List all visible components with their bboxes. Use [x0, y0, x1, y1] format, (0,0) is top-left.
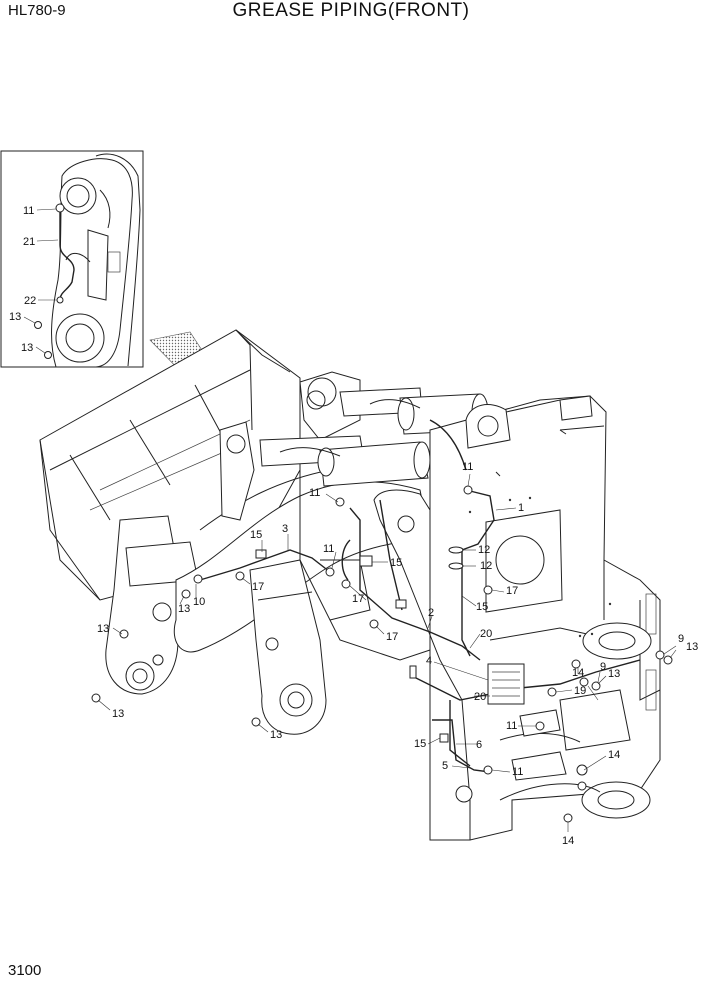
callout-inset-13b: 13: [21, 342, 33, 354]
callout-17-right: 17: [506, 585, 518, 597]
callout-14-mid: 14: [608, 749, 620, 761]
callout-15-top: 15: [250, 529, 262, 541]
callout-11-mid: 11: [323, 543, 334, 555]
bucket-drawing: [39, 329, 301, 601]
callout-11-bottom: 11: [512, 766, 523, 778]
callout-numbers: 15 3 17 10 13 13 13 13 11 11 15 17 17 2 …: [97, 461, 698, 847]
model-label: HL780-9: [8, 2, 66, 19]
callout-19: 19: [574, 685, 586, 697]
page-number: 3100: [8, 962, 42, 979]
callout-13-bottom-left: 13: [112, 708, 124, 720]
callout-9a: 9: [600, 661, 606, 673]
grease-nipple-icon: [655, 650, 665, 660]
callout-11-low: 11: [506, 720, 517, 732]
grease-nipple-icon: [571, 659, 581, 669]
callout-20b: 20: [474, 691, 486, 703]
callout-9b: 9: [678, 633, 684, 645]
callout-13-right: 13: [608, 668, 620, 680]
grease-distributor-block: [487, 663, 525, 705]
callout-4: 4: [426, 655, 432, 667]
inset-grease-nipple-icon: [55, 203, 65, 213]
grease-nipple-icon: [119, 629, 129, 639]
grease-nipple-icon: [181, 589, 191, 599]
loader-arm-drawing: [105, 371, 431, 735]
leader-lines: [97, 473, 677, 832]
grease-nipple-icon: [483, 765, 493, 775]
callout-13-arm: 13: [178, 603, 190, 615]
grease-nipple-icon: [547, 687, 557, 697]
grease-nipple-icon: [335, 497, 345, 507]
grease-nipple-icon: [579, 677, 589, 687]
callout-6: 6: [476, 739, 482, 751]
callout-17-left: 17: [252, 581, 264, 593]
callout-5: 5: [442, 760, 448, 772]
pipe-clamp-15: [359, 555, 373, 567]
callout-15-mid: 15: [390, 557, 402, 569]
callout-3: 3: [282, 523, 288, 535]
grease-nipples: [91, 485, 673, 823]
callout-12a: 12: [478, 544, 490, 556]
pipe-clamp-12b: [448, 562, 464, 570]
grease-nipple-icon: [463, 485, 473, 495]
page-title: GREASE PIPING(FRONT): [232, 0, 470, 21]
callout-10: 10: [193, 596, 205, 608]
callout-17-low: 17: [386, 631, 398, 643]
callout-20a: 20: [480, 628, 492, 640]
callout-inset-11: 11: [23, 205, 34, 217]
inset-bellcrank-drawing: [34, 153, 141, 368]
callout-inset-21: 21: [23, 236, 35, 248]
callout-14-upper: 14: [572, 667, 584, 679]
front-frame-drawing: [299, 395, 661, 841]
callout-17-mid: 17: [352, 593, 364, 605]
callout-13-left: 13: [97, 623, 109, 635]
callout-11-top: 11: [462, 461, 473, 473]
grease-piping-lines: [199, 419, 641, 773]
grease-nipple-icon: [341, 579, 351, 589]
grease-nipple-icon: [483, 585, 493, 595]
callout-11-upper: 11: [309, 487, 320, 499]
callout-12b: 12: [480, 560, 492, 572]
callout-15-right: 15: [476, 601, 488, 613]
grease-nipple-icon: [535, 721, 545, 731]
callout-2: 2: [428, 607, 434, 619]
grease-nipple-icon: [563, 813, 573, 823]
callout-13-far-right: 13: [686, 641, 698, 653]
callout-14-bottom: 14: [562, 835, 574, 847]
detail-inset: 11 21 22 13 13: [0, 150, 144, 368]
callout-13-bottom: 13: [270, 729, 282, 741]
pipe-clamp-12a: [448, 546, 464, 554]
callout-1: 1: [518, 502, 524, 514]
callout-inset-13a: 13: [9, 311, 21, 323]
callout-15-low: 15: [414, 738, 426, 750]
grease-nipple-icon: [193, 574, 203, 584]
grease-nipple-icon: [325, 567, 335, 577]
callout-inset-22: 22: [24, 295, 36, 307]
